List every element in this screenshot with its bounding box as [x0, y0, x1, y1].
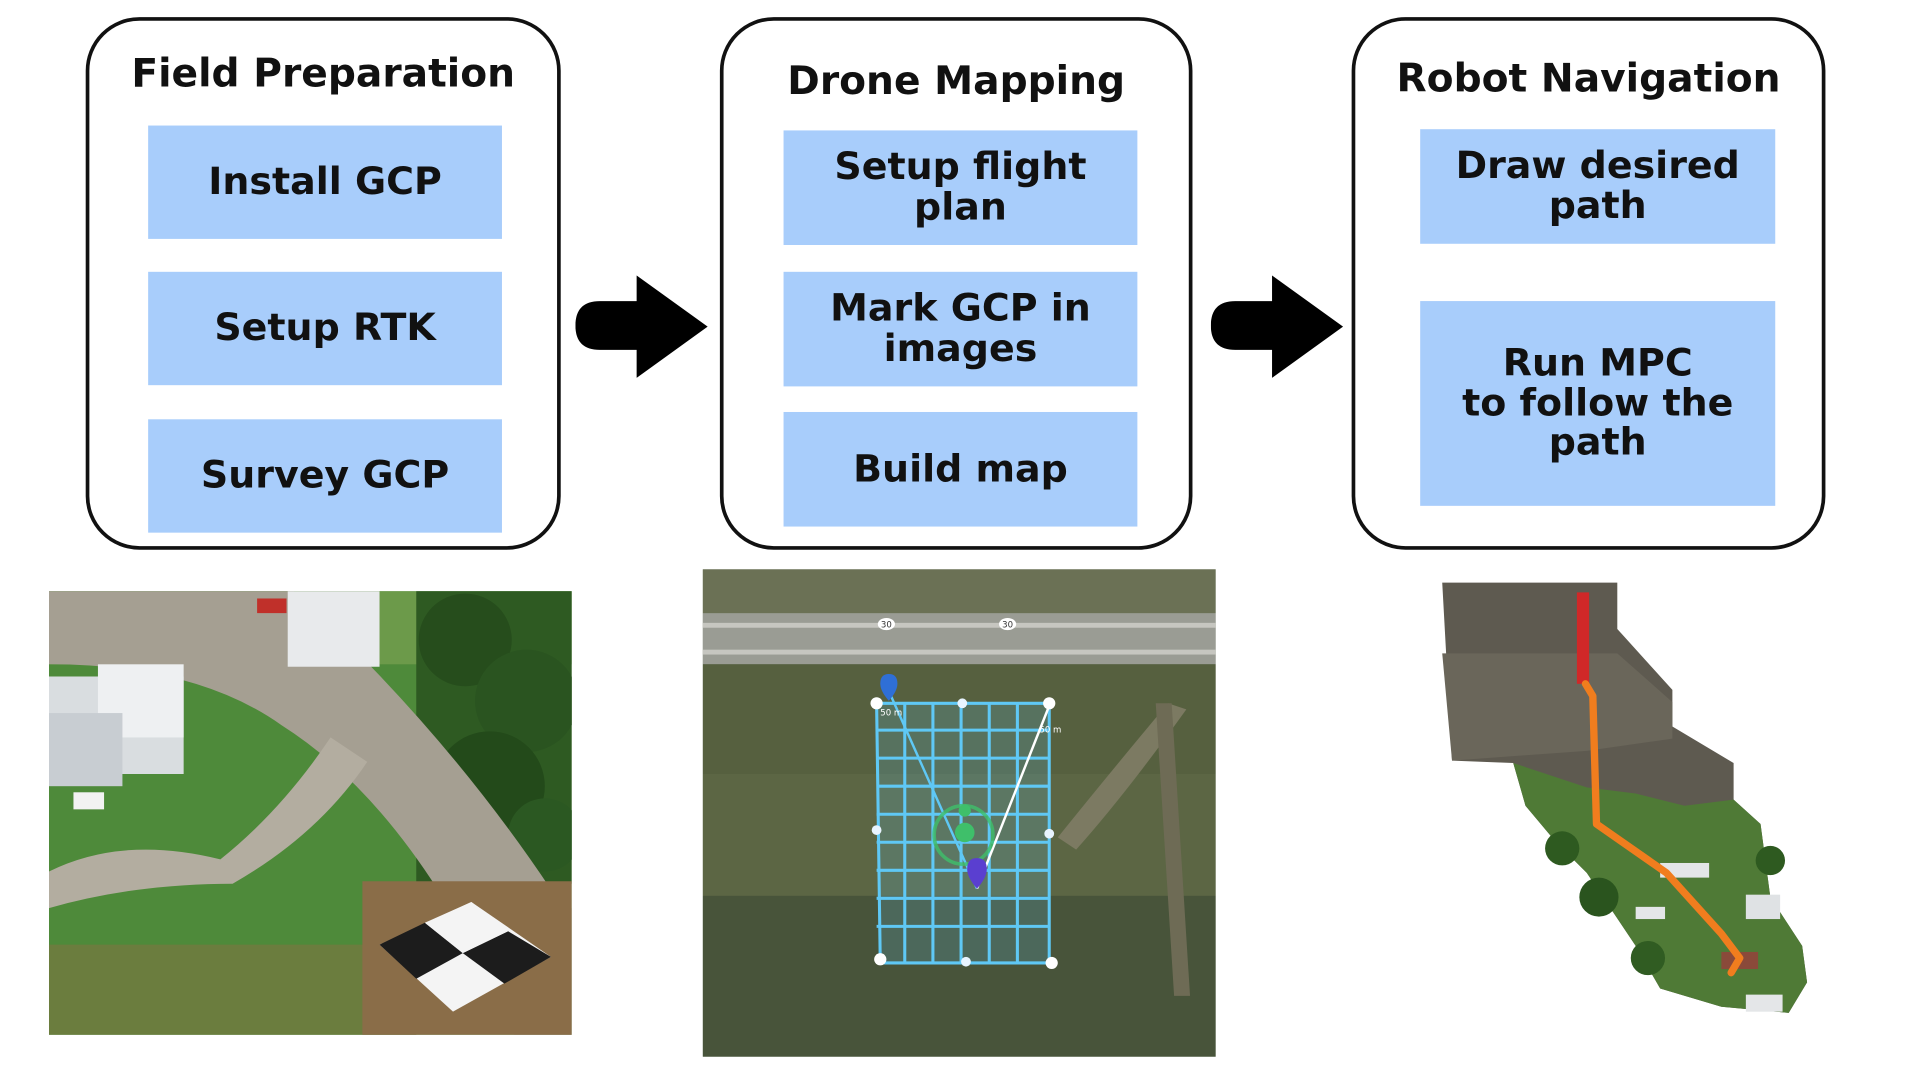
route-sign-icon: 30 — [999, 617, 1017, 631]
aerial-field-photo — [48, 591, 572, 1035]
svg-text:30: 30 — [881, 621, 892, 631]
svg-text:50 m: 50 m — [880, 709, 902, 719]
svg-text:30: 30 — [1002, 621, 1013, 631]
setup-rtk-step: Setup RTK — [148, 271, 502, 386]
planned-path — [1581, 680, 1744, 977]
drone-marker-icon — [967, 858, 987, 889]
panel-title: Robot Navigation — [1396, 54, 1781, 102]
svg-text:50 m: 50 m — [1039, 726, 1061, 736]
right-arrow-icon — [1210, 275, 1344, 378]
robot-navigation-panel: Robot Navigation Draw desired path Run M… — [1351, 17, 1826, 550]
route-sign-icon: 30 — [877, 617, 895, 631]
flight-plan-map: 30 30 — [702, 569, 1216, 1057]
start-marker-icon — [880, 674, 898, 701]
mark-gcp-step: Mark GCP in images — [783, 271, 1138, 387]
orthomosaic-path-map — [1442, 582, 1808, 1013]
run-mpc-step: Run MPC to follow the path — [1420, 301, 1776, 506]
install-gcp-step: Install GCP — [148, 125, 502, 239]
draw-path-step: Draw desired path — [1420, 129, 1776, 244]
home-icon — [954, 822, 975, 843]
panel-title: Field Preparation — [131, 49, 516, 97]
drone-mapping-panel: Drone Mapping Setup flight plan Mark GCP… — [719, 17, 1193, 550]
survey-gcp-step: Survey GCP — [148, 419, 502, 533]
right-arrow-icon — [575, 275, 708, 378]
field-preparation-panel: Field Preparation Install GCP Setup RTK … — [85, 17, 561, 550]
build-map-step: Build map — [783, 411, 1138, 527]
panel-title: Drone Mapping — [787, 57, 1126, 104]
setup-flight-plan-step: Setup flight plan — [783, 130, 1138, 245]
